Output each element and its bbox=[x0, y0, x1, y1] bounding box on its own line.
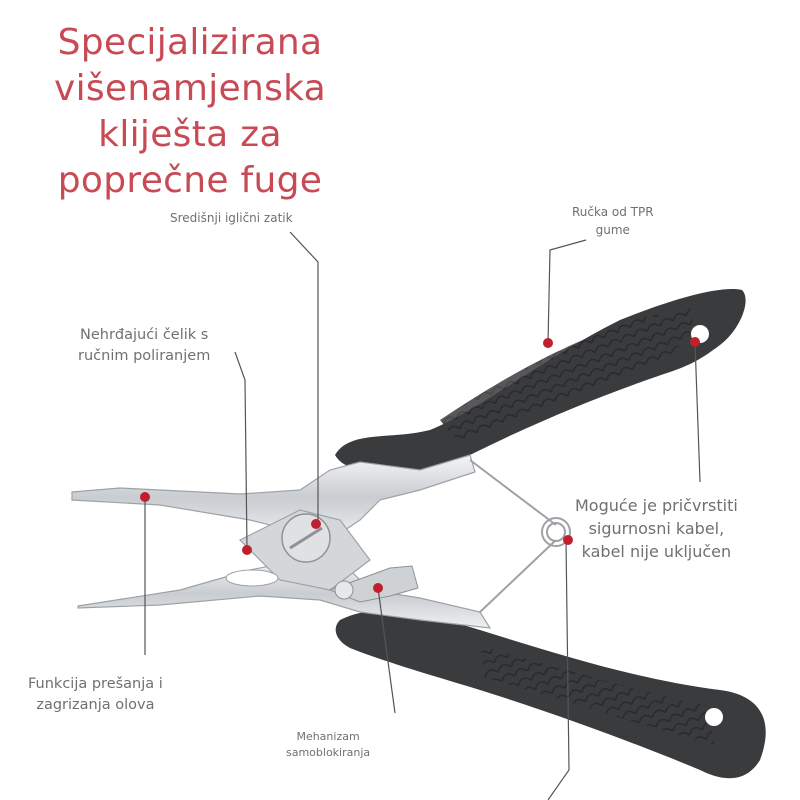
title-line-3: kliješta za bbox=[98, 114, 282, 155]
callout-cable-line-1: Moguće je pričvrstiti bbox=[575, 496, 738, 515]
marker-spring bbox=[563, 535, 573, 545]
leader-steel bbox=[234, 351, 248, 551]
callout-lock: Mehanizam samoblokiranja bbox=[286, 729, 370, 761]
title-line-1: Specijalizirana bbox=[57, 22, 323, 63]
callout-cable-line-2: sigurnosni kabel, bbox=[588, 519, 725, 538]
lanyard-hole-lower bbox=[705, 708, 723, 726]
marker-dots bbox=[140, 337, 700, 593]
upper-handle bbox=[335, 289, 746, 471]
lower-handle bbox=[335, 610, 766, 779]
spring-wire bbox=[469, 459, 571, 613]
product-title: Specijalizirana višenamjenska kliješta z… bbox=[50, 20, 330, 204]
leader-tpr-handle bbox=[547, 239, 587, 344]
title-line-4: poprečne fuge bbox=[57, 160, 323, 201]
leader-lines bbox=[144, 231, 701, 800]
callout-tpr-handle: Ručka od TPR gume bbox=[572, 203, 654, 239]
callout-crimp-line-1: Funkcija prešanja i bbox=[28, 676, 163, 692]
marker-lock bbox=[373, 583, 383, 593]
marker-crimp bbox=[140, 492, 150, 502]
callout-crimp: Funkcija prešanja i zagrizanja olova bbox=[28, 674, 163, 716]
marker-tpr-handle bbox=[543, 338, 553, 348]
title-line-2: višenamjenska bbox=[53, 68, 327, 109]
marker-center-pin bbox=[311, 519, 321, 529]
marker-cable-hole bbox=[690, 337, 700, 347]
callout-safety-cable: Moguće je pričvrstiti sigurnosni kabel, … bbox=[575, 494, 738, 563]
callout-steel-line-2: ručnim poliranjem bbox=[78, 348, 211, 364]
steel-body bbox=[71, 454, 492, 629]
callout-steel-line-1: Nehrđajući čelik s bbox=[79, 327, 209, 343]
leader-lock bbox=[377, 587, 396, 714]
leader-cable-hole bbox=[694, 341, 701, 483]
marker-steel bbox=[242, 545, 252, 555]
callout-crimp-line-2: zagrizanja olova bbox=[36, 697, 155, 713]
callout-center-pin: Središnji iglični zatik bbox=[170, 211, 293, 225]
callout-tpr-line-2: gume bbox=[595, 223, 630, 237]
callout-steel: Nehrđajući čelik s ručnim poliranjem bbox=[78, 325, 210, 367]
leader-center-pin bbox=[289, 231, 319, 524]
callout-tpr-line-1: Ručka od TPR bbox=[572, 205, 654, 219]
callout-lock-line-1: Mehanizam bbox=[296, 730, 360, 743]
callout-cable-line-3: kabel nije uključen bbox=[581, 542, 732, 561]
leader-spring bbox=[547, 539, 570, 800]
callout-lock-line-2: samoblokiranja bbox=[286, 746, 371, 759]
